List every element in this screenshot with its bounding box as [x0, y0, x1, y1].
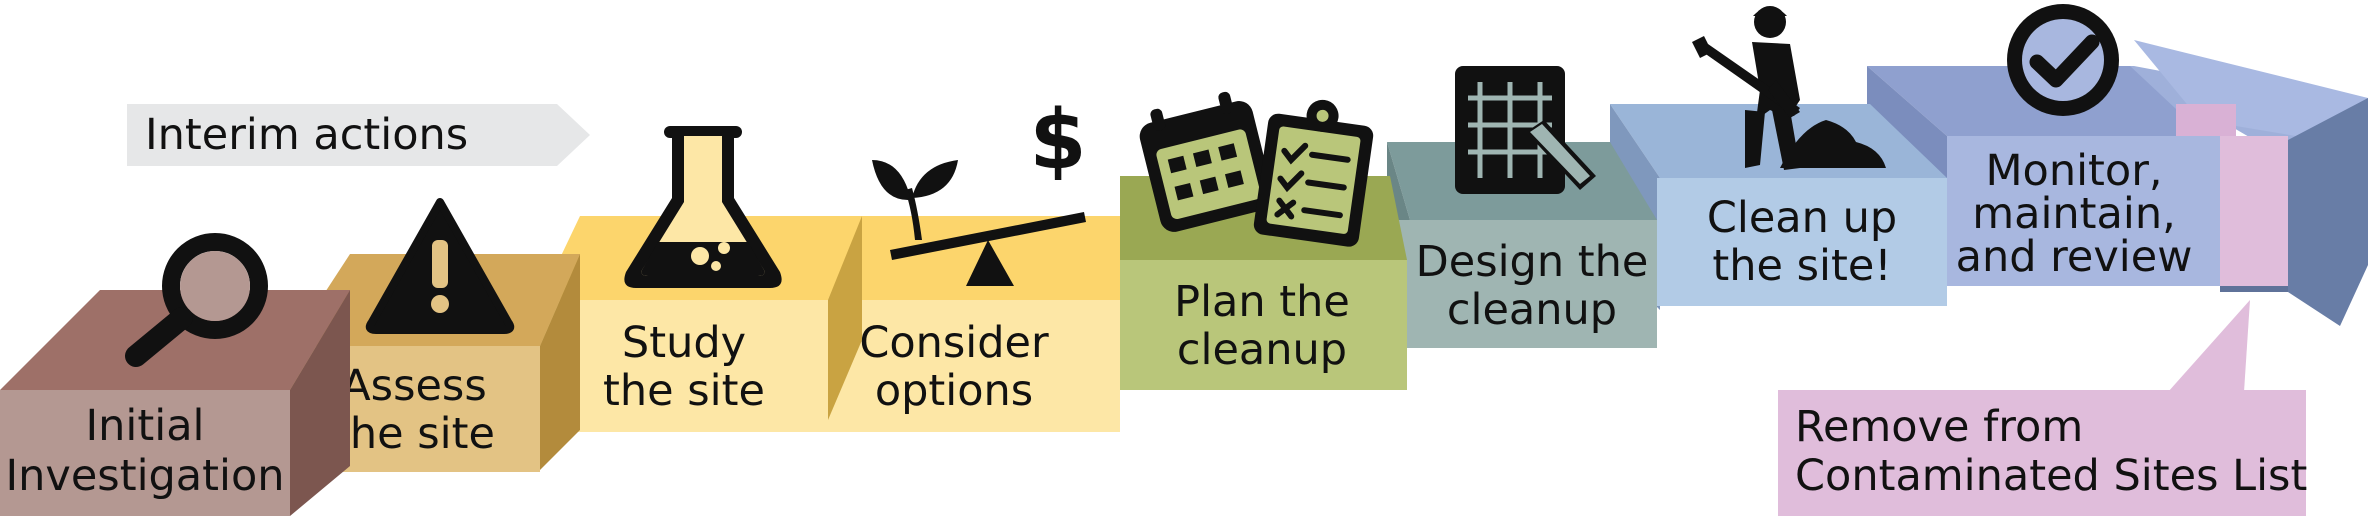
step-initial-label-1: Initial: [86, 401, 205, 451]
svg-text:$: $: [1029, 93, 1086, 188]
step-cleanup-label-1: Clean up: [1707, 193, 1897, 243]
step-consider: Consider options $: [828, 93, 1120, 432]
removal-callout-pointer: [2168, 300, 2250, 392]
arrow-head-side: [2288, 98, 2368, 326]
step-plan-label-2: cleanup: [1177, 325, 1347, 375]
step-consider-label-1: Consider: [859, 318, 1049, 368]
design-front-face: [1387, 220, 1657, 348]
initial-top-face: [0, 290, 350, 390]
study-side-face: [828, 216, 862, 420]
removal-connector-top: [2176, 104, 2236, 136]
step-design-label-1: Design the: [1416, 237, 1649, 287]
step-study: Study the site: [540, 126, 862, 432]
step-design: Design the cleanup: [1387, 66, 1657, 348]
consider-front-face: [828, 300, 1120, 432]
step-cleanup-label-2: the site!: [1712, 241, 1891, 291]
worker-shovel-icon: [1692, 6, 1886, 170]
step-monitor-label-3: and review: [1956, 232, 2193, 282]
interim-actions-label: Interim actions: [145, 110, 468, 160]
initial-front-face: [0, 390, 290, 516]
calendar-checklist-icon: [1139, 91, 1374, 247]
removal-callout-box: [1778, 390, 2306, 516]
flask-icon: [624, 126, 782, 288]
interim-actions-banner: Interim actions: [127, 104, 590, 166]
monitor-front-face: [1947, 136, 2220, 286]
removal-label-2: Contaminated Sites List: [1795, 451, 2307, 501]
arrow-head-top: [2134, 40, 2368, 148]
study-front-face: [540, 300, 828, 432]
step-initial-label-2: Investigation: [5, 451, 284, 501]
step-assess-label-1: Assess: [341, 361, 486, 411]
step-plan-label-1: Plan the: [1174, 277, 1350, 327]
removal-connector: [2220, 136, 2288, 286]
interim-arrow-shape: [127, 104, 590, 166]
checkmark-icon: [2007, 4, 2119, 116]
magnifying-glass-icon: [125, 233, 268, 367]
step-assess-label-2: the site: [333, 409, 495, 459]
step-design-label-2: cleanup: [1447, 285, 1617, 335]
initial-side-face: [290, 290, 350, 516]
step-study-label-1: Study: [622, 318, 746, 368]
cleanup-front-face: [1657, 178, 1947, 306]
step-monitor-label-2: maintain,: [1972, 189, 2176, 239]
consider-top-face: [828, 216, 1120, 300]
step-cleanup: Clean up the site!: [1610, 6, 1947, 310]
step-plan: Plan the cleanup: [1120, 91, 1407, 390]
grid-pencil-icon: [1455, 66, 1596, 194]
step-consider-label-2: options: [875, 366, 1033, 416]
step-initial: Initial Investigation: [0, 233, 350, 516]
plan-front-face: [1120, 260, 1407, 390]
removal-callout: Remove from Contaminated Sites List: [1778, 300, 2307, 516]
warning-icon: [365, 198, 515, 334]
assess-side-face: [540, 254, 580, 470]
step-monitor-label-1: Monitor,: [1985, 146, 2162, 196]
step-study-label-2: the site: [603, 366, 765, 416]
scale-icon: $: [872, 93, 1087, 286]
removal-label-1: Remove from: [1795, 402, 2083, 452]
